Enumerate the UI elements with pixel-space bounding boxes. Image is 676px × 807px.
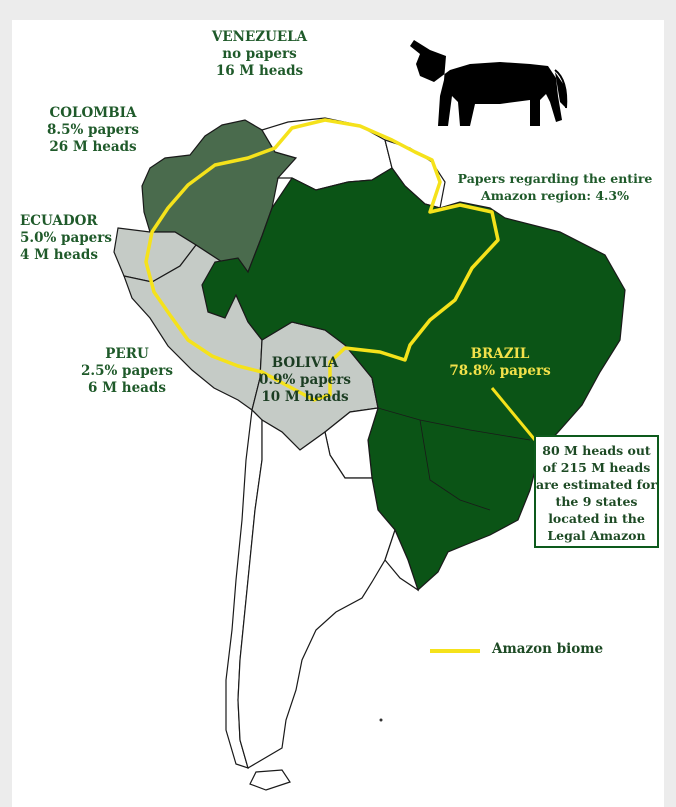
brazil-state-border xyxy=(377,407,531,511)
brazil-pointer-line xyxy=(490,387,537,441)
legal-amazon-note-box: 80 M heads out of 215 M heads are estima… xyxy=(534,435,659,548)
bolivia-label: BOLIVIA 0.9% papers 10 M heads xyxy=(259,355,351,405)
argentina-region xyxy=(237,418,396,769)
cow-silhouette-icon xyxy=(410,40,566,126)
tierra-del-fuego xyxy=(249,769,291,791)
brazil-region xyxy=(201,167,626,592)
map-dot xyxy=(379,718,383,722)
uruguay-region xyxy=(384,528,420,592)
ecuador-label: ECUADOR 5.0% papers 4 M heads xyxy=(20,213,112,263)
legend-biome-label: Amazon biome xyxy=(492,641,604,657)
brazil-label: BRAZIL 78.8% papers xyxy=(449,346,551,379)
amazon-biome-line xyxy=(144,118,500,402)
venezuela-label: VENEZUELA no papers 16 M heads xyxy=(211,29,308,79)
entire-region-label: Papers regarding the entire Amazon regio… xyxy=(457,171,653,203)
legend-biome-swatch xyxy=(430,649,480,653)
cow-tail xyxy=(554,69,568,109)
peru-label: PERU 2.5% papers 6 M heads xyxy=(81,346,173,396)
colombia-label: COLOMBIA 8.5% papers 26 M heads xyxy=(47,105,139,155)
